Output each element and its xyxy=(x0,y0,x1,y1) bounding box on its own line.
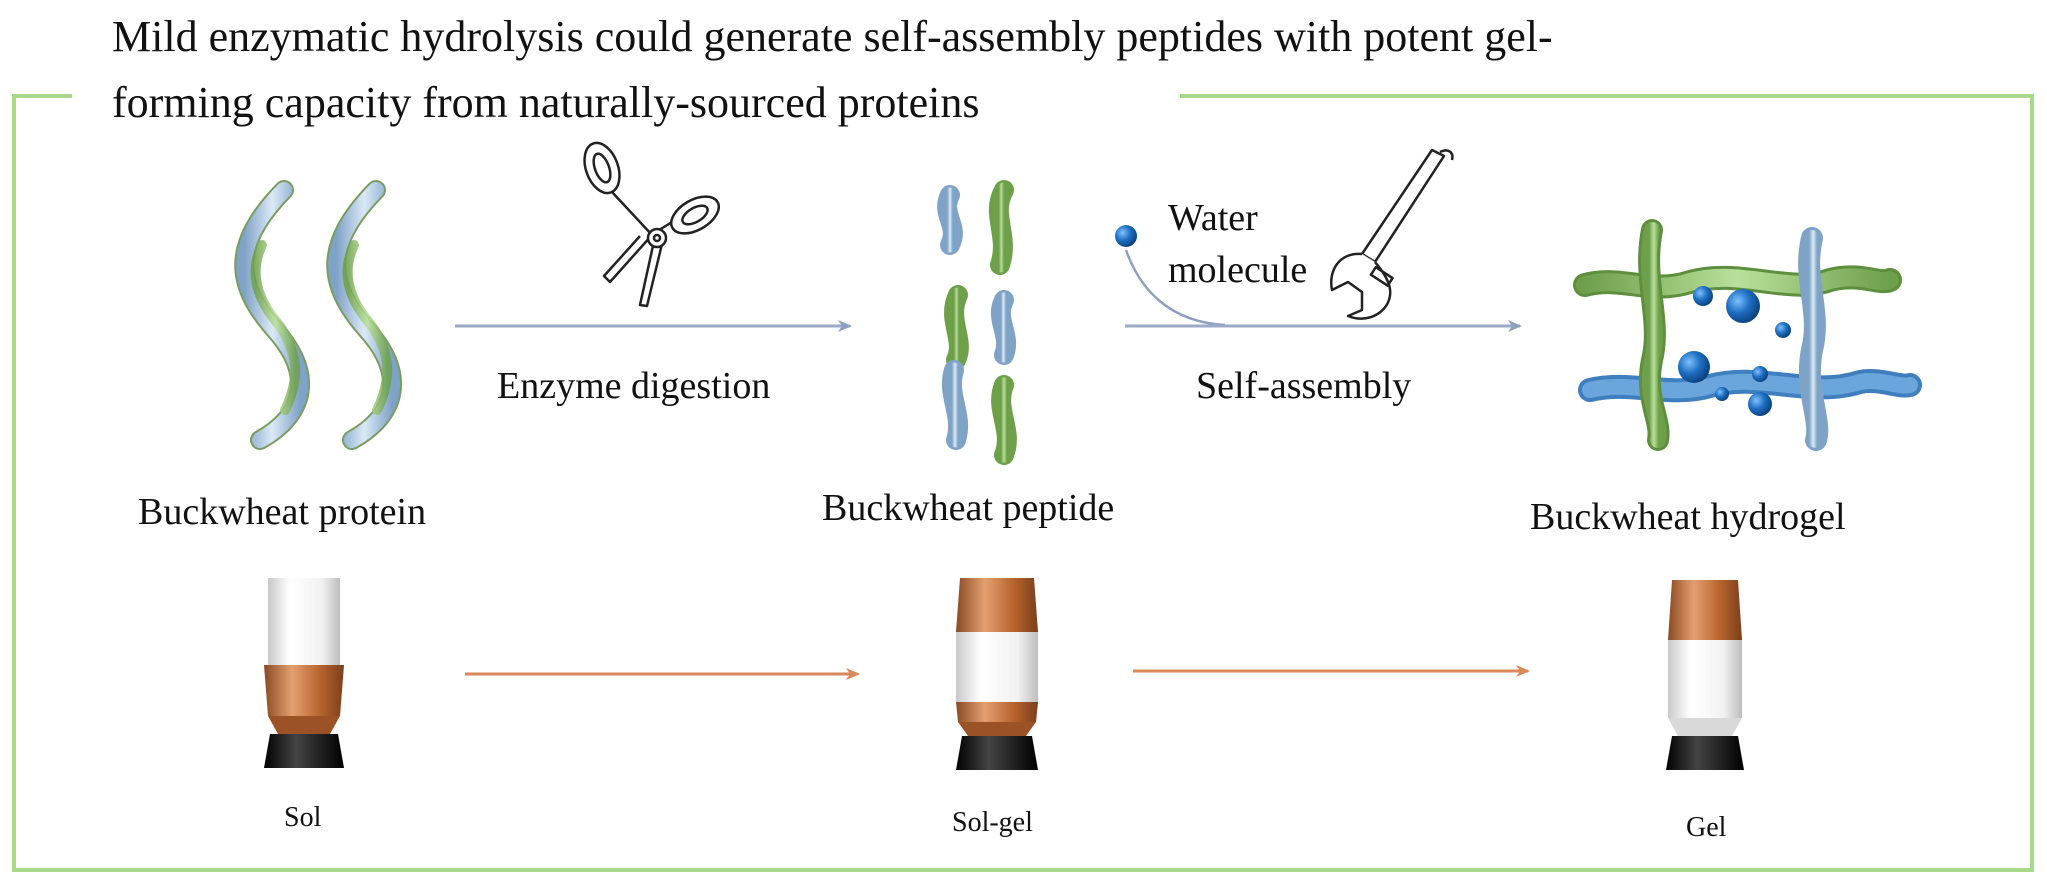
title-line-2: forming capacity from naturally-sourced … xyxy=(112,78,980,127)
water-droplet-icon xyxy=(1115,225,1137,247)
figure-title: Mild enzymatic hydrolysis could generate… xyxy=(112,4,1912,136)
label-buckwheat-protein: Buckwheat protein xyxy=(138,491,427,533)
label-sol-gel: Sol-gel xyxy=(952,807,1033,838)
frame-border xyxy=(12,94,2034,872)
water-pointer-line xyxy=(1124,249,1226,327)
label-enzyme-digestion: Enzyme digestion xyxy=(497,365,771,407)
vial-icon xyxy=(1666,580,1744,770)
label-sol: Sol xyxy=(284,802,322,833)
label-gel: Gel xyxy=(1686,812,1727,843)
vial-icon xyxy=(956,578,1038,770)
label-molecule: molecule xyxy=(1168,249,1308,291)
vial-icon xyxy=(264,578,344,768)
hydrogel-network xyxy=(1573,219,1922,451)
protein-strands xyxy=(234,180,402,450)
peptide-fragments xyxy=(937,180,1017,465)
wrench-icon xyxy=(1330,148,1454,320)
title-line-1: Mild enzymatic hydrolysis could generate… xyxy=(112,12,1553,61)
label-buckwheat-peptide: Buckwheat peptide xyxy=(822,487,1115,529)
label-water: Water xyxy=(1168,197,1258,239)
label-buckwheat-hydrogel: Buckwheat hydrogel xyxy=(1530,496,1846,538)
label-self-assembly: Self-assembly xyxy=(1196,365,1412,407)
scissors-icon xyxy=(583,141,720,308)
